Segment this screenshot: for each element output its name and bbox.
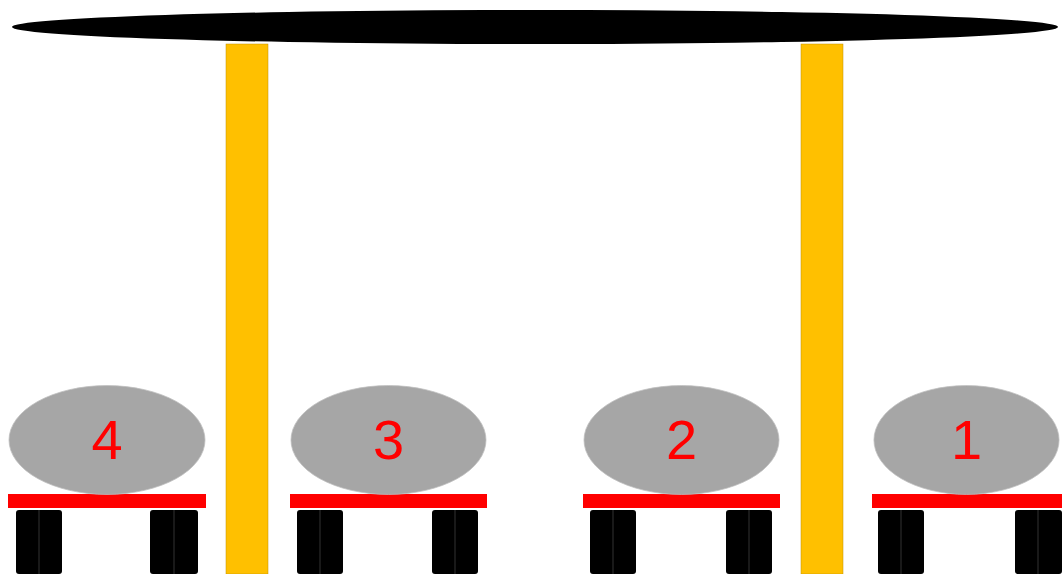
wheel (1015, 510, 1062, 574)
callout-number: 2 (666, 412, 697, 468)
wheel-seam (613, 510, 614, 574)
wheel-seam (901, 510, 902, 574)
wheel (150, 510, 198, 574)
wheel-seam (174, 510, 175, 574)
platform-bar (872, 494, 1062, 508)
callout-number: 1 (951, 412, 982, 468)
wheel-seam (39, 510, 40, 574)
load-ellipse: 1 (873, 385, 1060, 495)
wheel (16, 510, 62, 574)
wheel (726, 510, 772, 574)
pillar (801, 44, 843, 574)
callout-number: 4 (91, 412, 122, 468)
wheel (878, 510, 924, 574)
platform-bar (290, 494, 487, 508)
ellipse-fill (9, 386, 205, 495)
wheel (590, 510, 636, 574)
platform-bar (583, 494, 780, 508)
wheels (16, 510, 1062, 574)
load-ellipse: 2 (583, 385, 780, 495)
ellipse-fill (874, 386, 1059, 495)
ellipse-fill (291, 386, 486, 495)
wheel-seam (749, 510, 750, 574)
callout-number: 3 (373, 412, 404, 468)
wheel-seams (39, 510, 1038, 574)
wheel-seam (1038, 510, 1039, 574)
pillar (226, 44, 268, 574)
load-ellipse: 4 (8, 385, 206, 495)
ellipse-fill (584, 386, 779, 495)
wheel-seam (455, 510, 456, 574)
platform-bars (8, 494, 1062, 508)
wheel-seam (320, 510, 321, 574)
load-ellipse: 3 (290, 385, 487, 495)
platform-bar (8, 494, 206, 508)
top-beam (12, 10, 1058, 44)
wheel (297, 510, 343, 574)
wheel (432, 510, 478, 574)
